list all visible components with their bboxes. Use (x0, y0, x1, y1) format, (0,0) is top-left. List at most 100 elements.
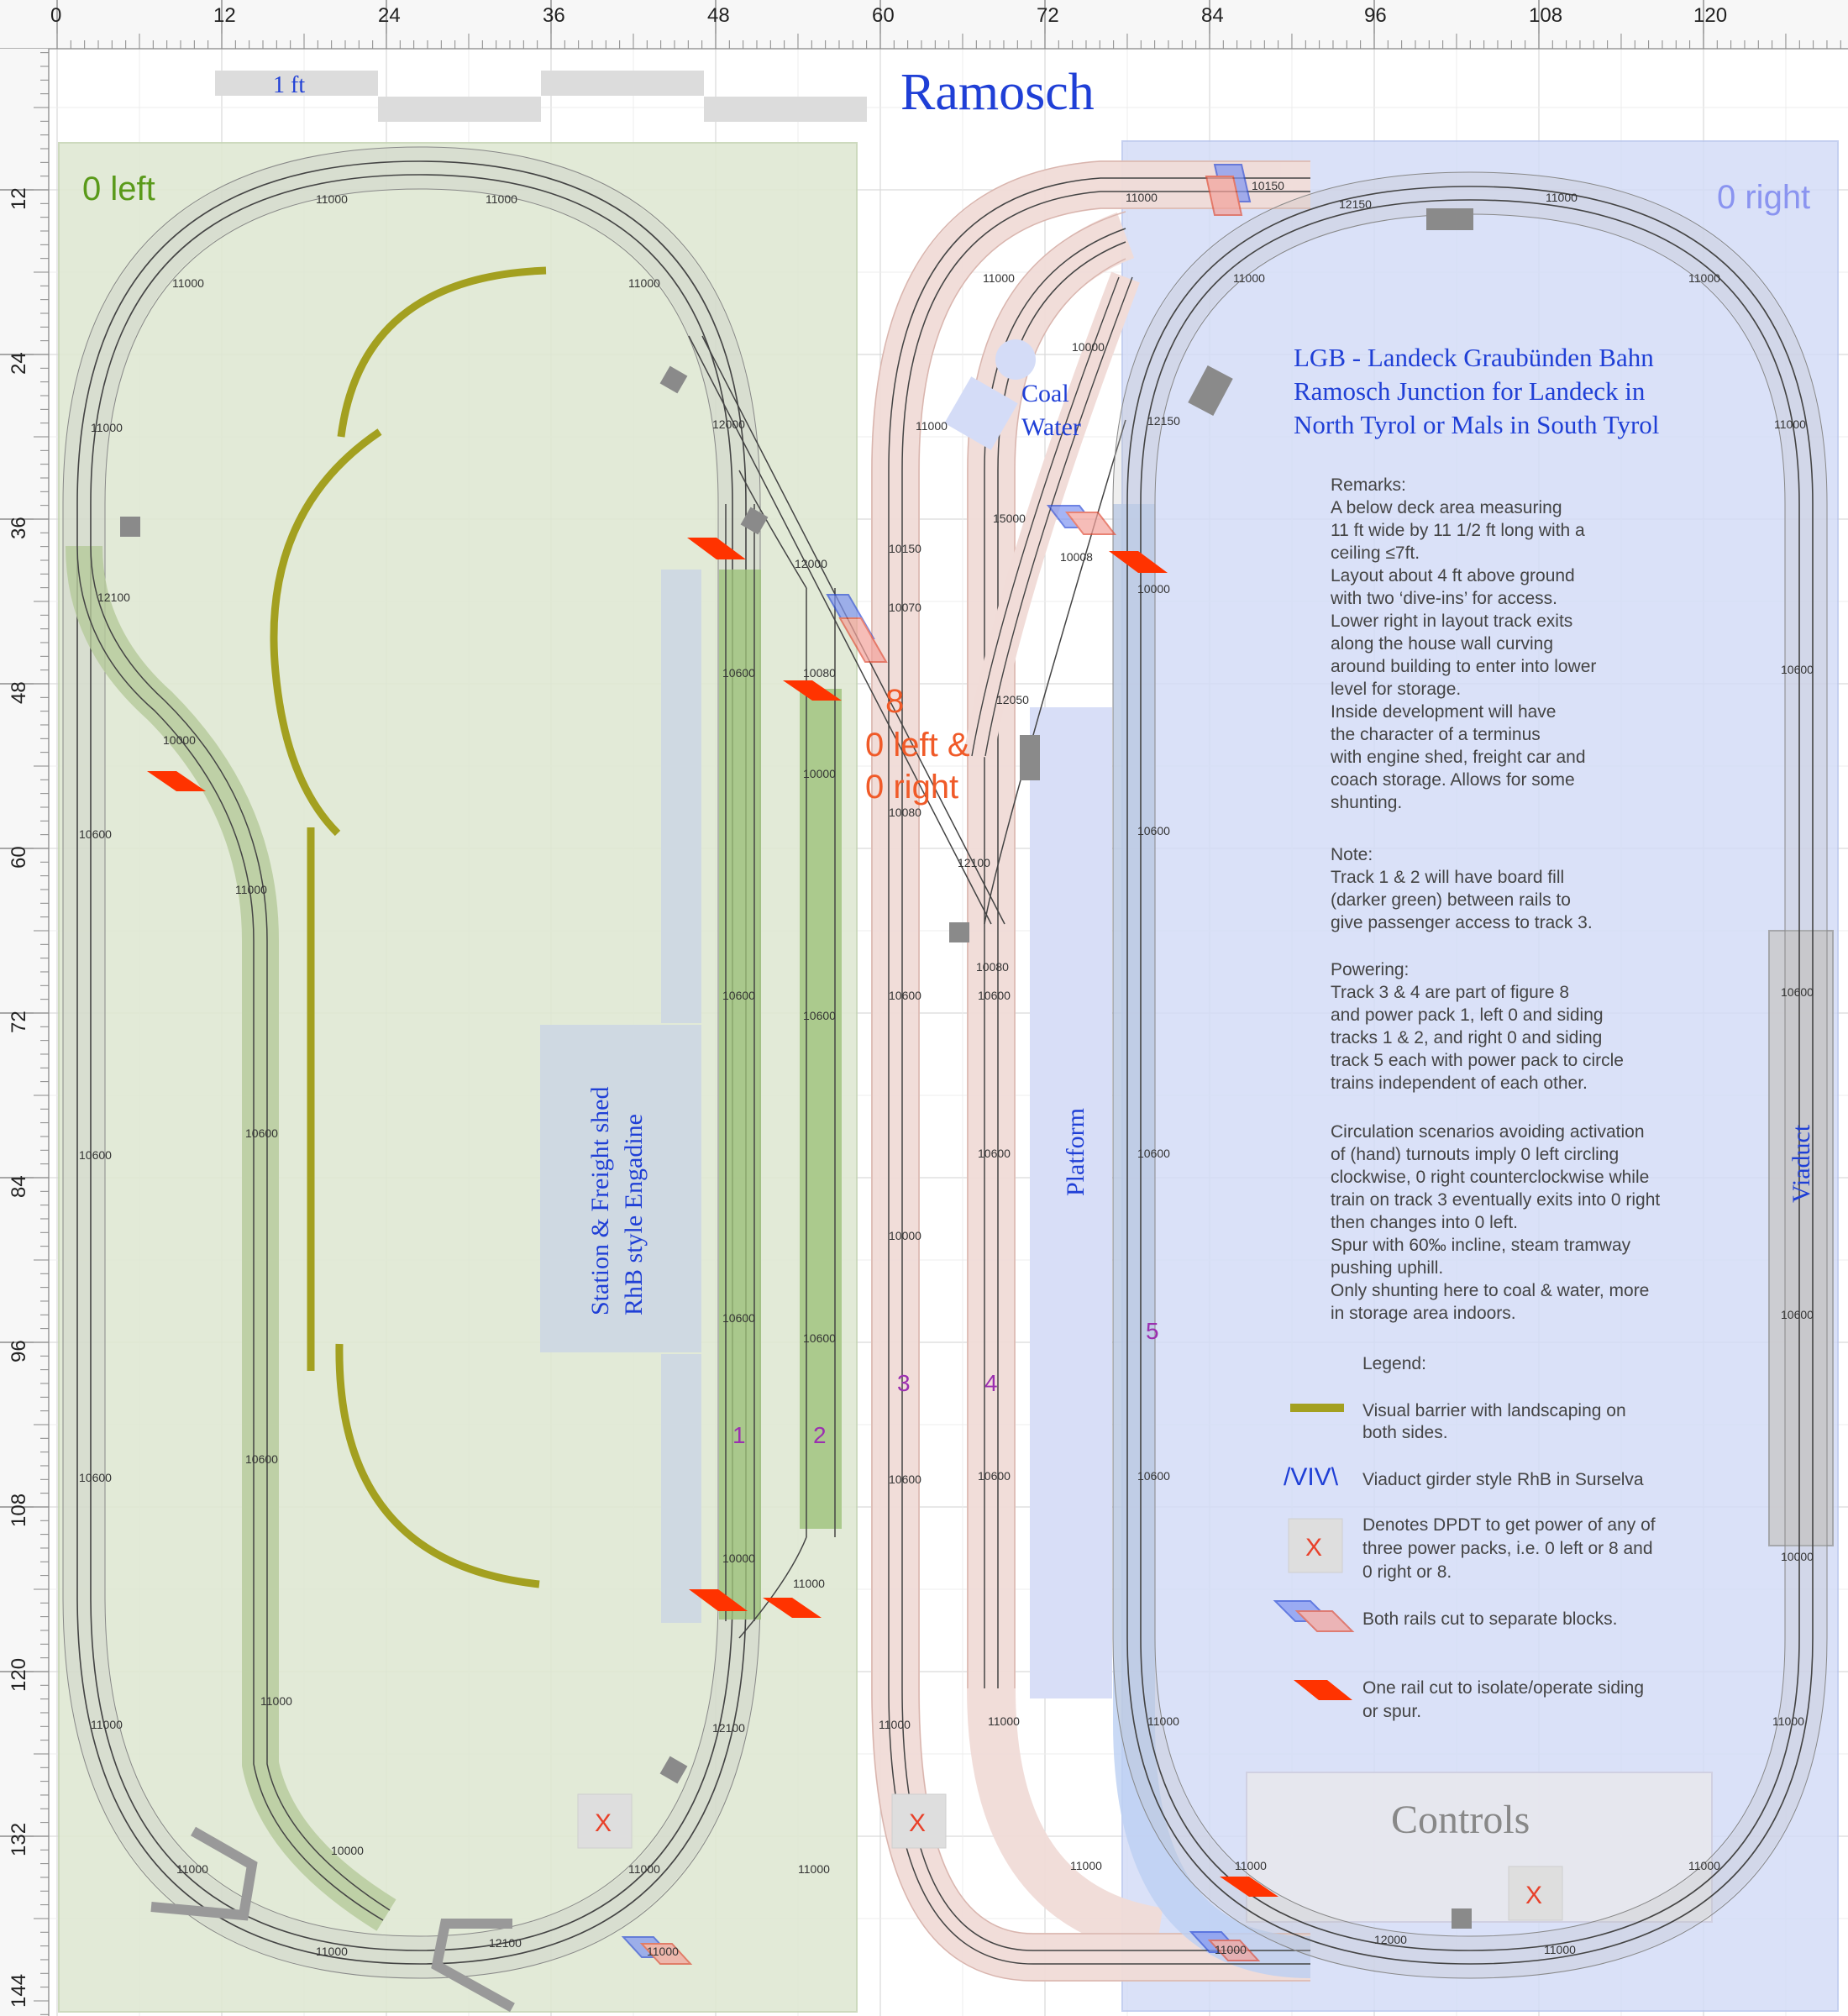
layout-heading: LGB - Landeck Graubünden Bahn Ramosch Ju… (1294, 343, 1659, 439)
legend: Legend: Visual barrier with landscaping … (1273, 1354, 1656, 1721)
legend-viaduct-text: Viaduct girder style RhB in Surselva (1362, 1470, 1644, 1489)
track-code: 10600 (978, 1147, 1011, 1160)
ruler-left-label: 120 (8, 1658, 30, 1692)
track-code: 11000 (1233, 271, 1265, 285)
track-code: 11000 (1688, 1859, 1720, 1872)
track-code: 11000 (1147, 1714, 1179, 1728)
legend-dpdt-2: three power packs, i.e. 0 left or 8 and (1362, 1539, 1653, 1558)
track-code: 10600 (1137, 824, 1170, 837)
dpdt-switch-1[interactable]: X (577, 1793, 633, 1849)
track-numbers: 1 2 3 4 5 (732, 1318, 1159, 1448)
track-code: 12050 (996, 693, 1029, 706)
track-code: 11000 (91, 1718, 123, 1731)
ruler-left-label: 12 (8, 187, 30, 210)
track-code: 11000 (1215, 1943, 1247, 1956)
right-loop-track (1112, 171, 1828, 1979)
controls-area (1246, 1772, 1713, 1923)
note-line: tracks 1 & 2, and right 0 and siding (1331, 1028, 1602, 1047)
dpdt-switch-2[interactable]: X (891, 1793, 947, 1849)
station-label-2: RhB style Engadine (620, 1114, 648, 1315)
track-code: 10600 (803, 1331, 836, 1345)
ruler-top-label: 48 (707, 4, 730, 27)
note-line: Inside development will have (1331, 702, 1557, 722)
ruler-left-label: 24 (8, 352, 30, 375)
ruler-left-label: 132 (8, 1823, 30, 1856)
track-code: 11000 (1774, 417, 1806, 431)
track-code: 12150 (1147, 414, 1180, 428)
viaduct-area (1768, 930, 1834, 1546)
note-line: clockwise, 0 right counterclockwise whil… (1331, 1168, 1649, 1187)
track-code: 10600 (79, 1148, 112, 1162)
turnout-motors (120, 208, 1473, 1929)
dpdt-switch-3[interactable]: X (1508, 1866, 1563, 1921)
page-title: Ramosch (900, 64, 1095, 121)
note-line: Powering: (1331, 960, 1409, 979)
note-line: Track 3 & 4 are part of figure 8 (1331, 983, 1569, 1002)
note-line: along the house wall curving (1331, 634, 1553, 654)
note-line: of (hand) turnouts imply 0 left circling (1331, 1145, 1619, 1164)
track-code: 12000 (712, 417, 745, 431)
legend-both-rails: Both rails cut to separate blocks. (1362, 1609, 1618, 1629)
track-code: 11000 (91, 421, 123, 434)
track-code: 15000 (993, 512, 1026, 525)
note-line: then changes into 0 left. (1331, 1213, 1518, 1232)
track-code: 12100 (489, 1936, 522, 1950)
track-code: 11000 (798, 1862, 830, 1876)
legend-one-rail-2: or spur. (1362, 1702, 1421, 1721)
note-line: coach storage. Allows for some (1331, 770, 1575, 790)
remarks-notes: Remarks: A below deck area measuring 11 … (1330, 475, 1660, 1323)
note-line: train on track 3 eventually exits into 0… (1331, 1190, 1660, 1210)
note-line: with two ‘dive-ins’ for access. (1330, 589, 1557, 608)
figure-8-line2: 0 right (865, 769, 958, 806)
track-code: 12100 (958, 856, 990, 869)
track-code: 11000 (1688, 271, 1720, 285)
track-code: 11000 (793, 1577, 825, 1590)
track-code: 10080 (803, 666, 836, 680)
track-code: 11000 (1126, 191, 1158, 204)
track-code: 10600 (978, 1469, 1011, 1483)
station-label-1: Station & Freight shed (586, 1087, 614, 1316)
track-code: 10600 (978, 989, 1011, 1002)
dpdt-x-label: X (1525, 1882, 1542, 1909)
track-code: 10600 (245, 1452, 278, 1466)
track-bumpers (150, 1826, 515, 2013)
viaduct-label: Viaduct (1788, 1124, 1815, 1203)
ruler-top-label: 24 (378, 4, 401, 27)
scale-bar: 1 ft (215, 71, 867, 122)
track-code: 10600 (889, 989, 921, 1002)
legend-dpdt-swatch (1288, 1518, 1343, 1573)
track-code: 10000 (331, 1844, 364, 1857)
track-number-4: 4 (984, 1370, 998, 1396)
ruler-left-label: 144 (8, 1974, 30, 2008)
platform-label: Platform (1062, 1108, 1089, 1196)
note-line: and power pack 1, left 0 and siding (1331, 1005, 1604, 1025)
legend-one-rail-1: One rail cut to isolate/operate siding (1362, 1678, 1644, 1698)
track-code: 11000 (879, 1718, 911, 1731)
top-ruler-labels: 0 12 24 36 48 60 72 84 96 108 120 (50, 4, 1727, 27)
track-code: 10600 (1137, 1147, 1170, 1160)
note-line: trains independent of each other. (1331, 1074, 1588, 1093)
track-code: 10600 (1781, 985, 1814, 999)
station-freight-shed (540, 570, 701, 1623)
ruler-left-label: 84 (8, 1175, 30, 1198)
track-number-2: 2 (813, 1422, 827, 1448)
ruler-left-label: 72 (8, 1011, 30, 1033)
note-line: Only shunting here to coal & water, more (1331, 1281, 1649, 1300)
track-code: 10600 (245, 1126, 278, 1140)
right-loop-band (1113, 504, 1311, 1978)
legend-dpdt-x: X (1305, 1534, 1322, 1562)
note-line: with engine shed, freight car and (1330, 748, 1586, 767)
note-line: the character of a terminus (1331, 725, 1541, 744)
legend-barrier-1: Visual barrier with landscaping on (1362, 1401, 1626, 1420)
note-line: ceiling ≤7ft. (1331, 543, 1420, 563)
track-code: 10008 (1060, 550, 1093, 564)
ruler-top-label: 108 (1529, 4, 1562, 27)
left-ruler (0, 49, 50, 2016)
track-code: 10000 (163, 733, 196, 747)
figure-8-line1: 0 left & (865, 727, 970, 764)
track-code: 11000 (1235, 1859, 1267, 1872)
ruler-top-label: 72 (1037, 4, 1059, 27)
track-code: 11000 (1546, 191, 1578, 204)
note-line: pushing uphill. (1331, 1258, 1443, 1278)
